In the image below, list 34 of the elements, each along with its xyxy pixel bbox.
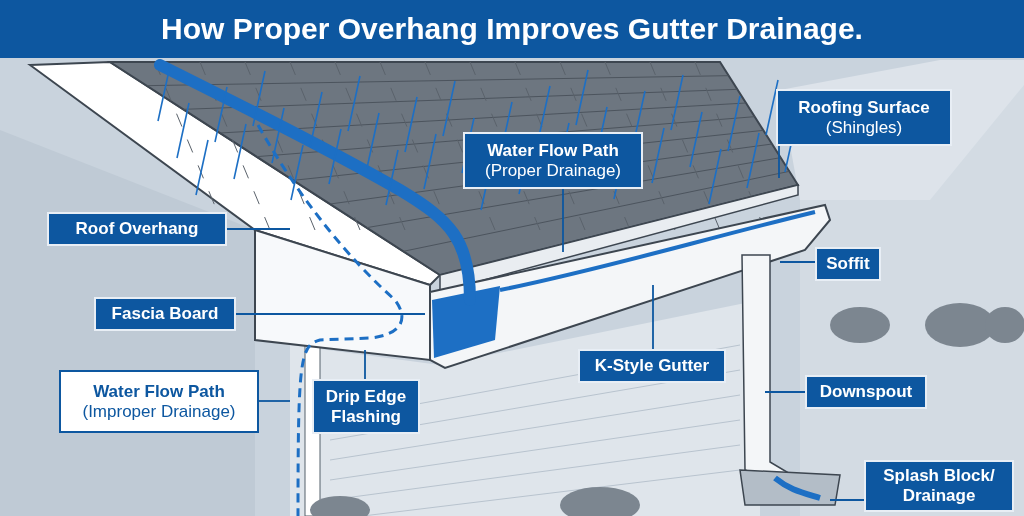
callout-subtext: (Improper Drainage) [82, 401, 236, 422]
callout-subtext: (Proper Drainage) [484, 160, 622, 181]
callout-label [578, 349, 726, 383]
callout-label [864, 460, 1014, 512]
callout-text: Fascia Board [111, 304, 219, 324]
leader-line [258, 400, 291, 402]
leader-line [235, 313, 426, 315]
callout-text: K-Style Gutter [594, 356, 710, 376]
callout-label [805, 375, 927, 409]
callout-text: Splash Block/ Drainage [882, 466, 996, 506]
callout-text: Roofing Surface [798, 97, 930, 118]
callout-label [776, 89, 952, 146]
callout-text: Roof Overhang [75, 219, 199, 239]
leader-line [829, 499, 865, 501]
callout-text: Drip Edge Flashing [324, 386, 408, 427]
callout-label [59, 370, 259, 433]
callout-label [815, 247, 881, 281]
leader-line [779, 261, 816, 263]
callout-text: Water Flow Path [93, 381, 225, 402]
callout-subtext: (Shingles) [825, 117, 903, 138]
leader-line [226, 228, 291, 230]
leader-line [778, 145, 780, 179]
callout-label [312, 379, 420, 434]
callout-text: Downspout [819, 382, 913, 402]
title-banner: How Proper Overhang Improves Gutter Drainage. [0, 0, 1024, 58]
callout-label [47, 212, 227, 246]
leader-line [562, 188, 564, 253]
leader-line [364, 349, 366, 380]
leader-line [652, 284, 654, 350]
callout-text: Soffit [826, 254, 870, 274]
callout-text: Water Flow Path [487, 140, 619, 161]
callout-label [463, 132, 643, 189]
callout-label [94, 297, 236, 331]
leader-line [764, 391, 806, 393]
